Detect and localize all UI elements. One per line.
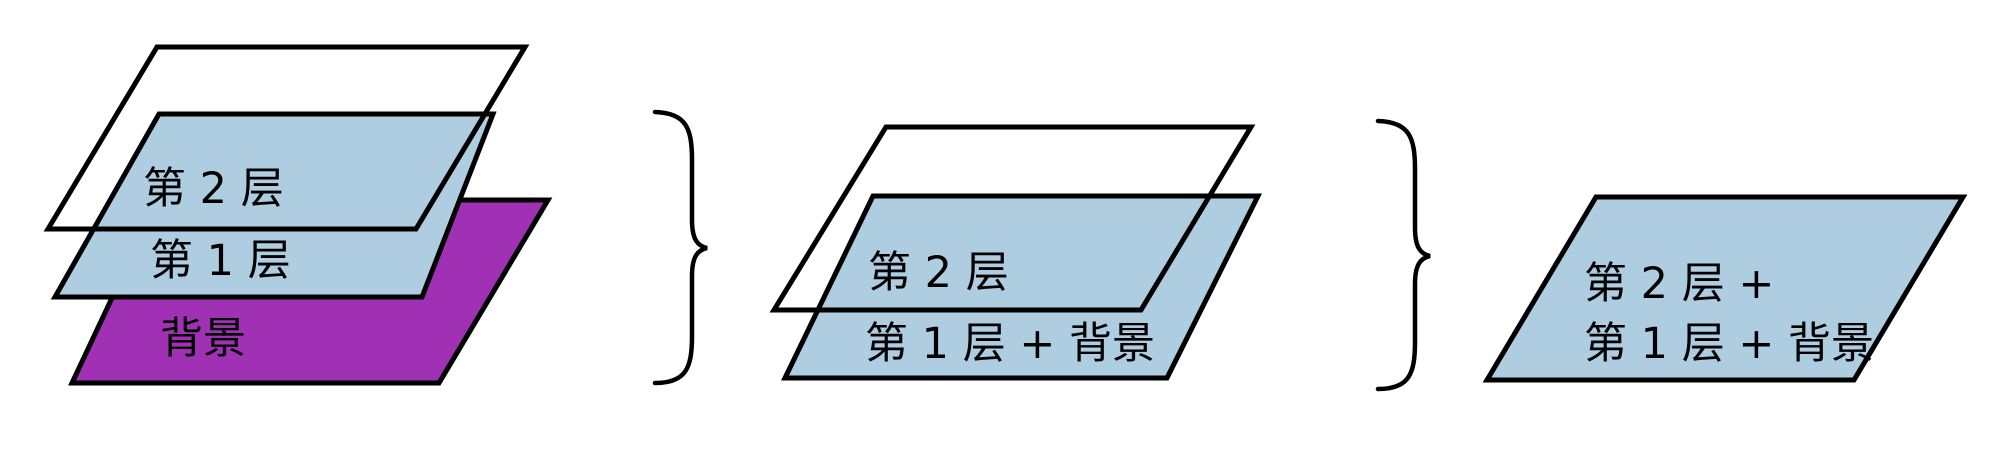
- merged-label-line2: 第 1 层 + 背景: [1584, 319, 1874, 369]
- background-label: 背景: [160, 314, 246, 364]
- merged-label-line1: 第 2 层 +: [1584, 259, 1774, 309]
- stack-two-layers: 第 2 层 第 1 层 + 背景: [769, 124, 1263, 381]
- fully-merged-layer-shape: [1482, 194, 1968, 383]
- layer2-label: 第 2 层: [868, 248, 1009, 298]
- merged-layer-label: 第 1 层 + 背景: [865, 319, 1155, 369]
- single-merged-layer: 第 2 层 + 第 1 层 + 背景: [1482, 194, 1968, 383]
- layer1-label: 第 1 层: [150, 236, 291, 286]
- layer2-outline-shape: [769, 124, 1256, 313]
- right-brace-2: [1375, 118, 1431, 392]
- layer2-label: 第 2 层: [143, 164, 284, 214]
- right-brace-1: [652, 109, 708, 386]
- layer2-outline-shape: [43, 44, 530, 232]
- stack-three-layers: 第 2 层 第 1 层 背景: [43, 44, 553, 386]
- merged-layer-shape: [781, 193, 1263, 381]
- layer1-shape: [50, 111, 497, 300]
